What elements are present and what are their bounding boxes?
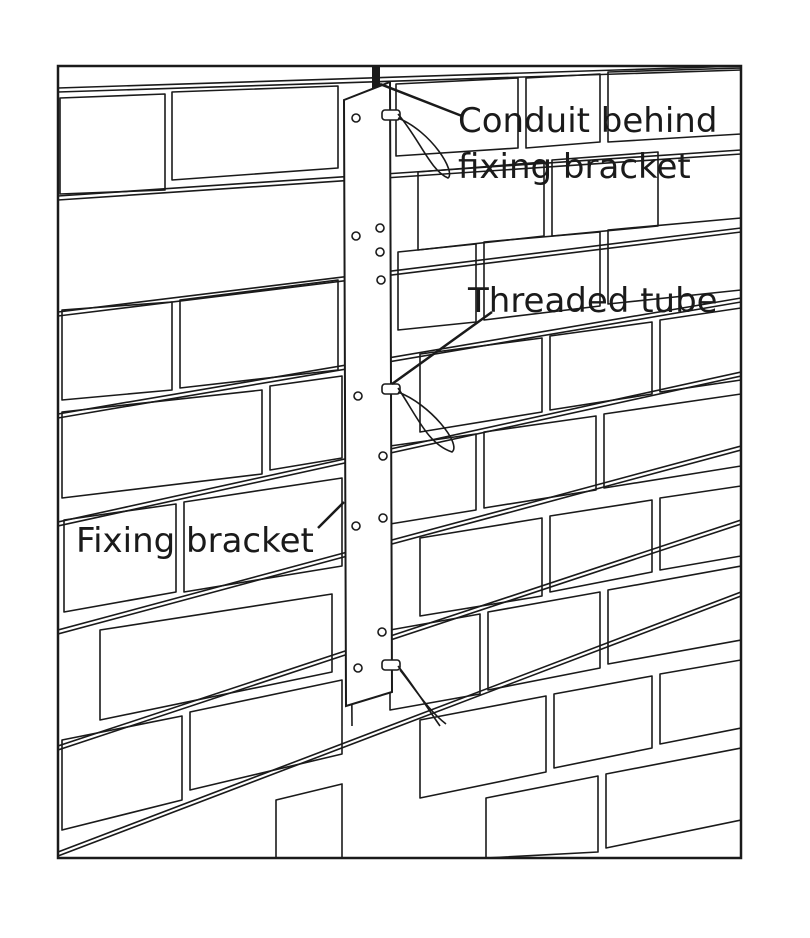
fixing-bracket (342, 80, 394, 727)
threaded-tubes (381, 109, 455, 727)
brick-wall (58, 66, 741, 858)
threaded-tube-bottom (381, 659, 447, 727)
fixing-bracket-label: Fixing bracket (76, 521, 314, 561)
threaded-tube-middle (381, 383, 455, 453)
threaded-tube-top (381, 109, 451, 179)
conduit-label-line2: fixing bracket (458, 147, 691, 187)
diagram-frame (56, 64, 743, 860)
conduit-stub (372, 66, 380, 90)
leader-lines (317, 82, 493, 529)
callout-labels: Conduit behind fixing bracket Threaded t… (76, 101, 718, 561)
bricks-left (59, 85, 343, 858)
conduit-label-line1: Conduit behind (458, 101, 717, 141)
bricks-right (389, 67, 741, 858)
bracket-holes (351, 113, 388, 673)
threaded-tube-label: Threaded tube (467, 281, 718, 321)
